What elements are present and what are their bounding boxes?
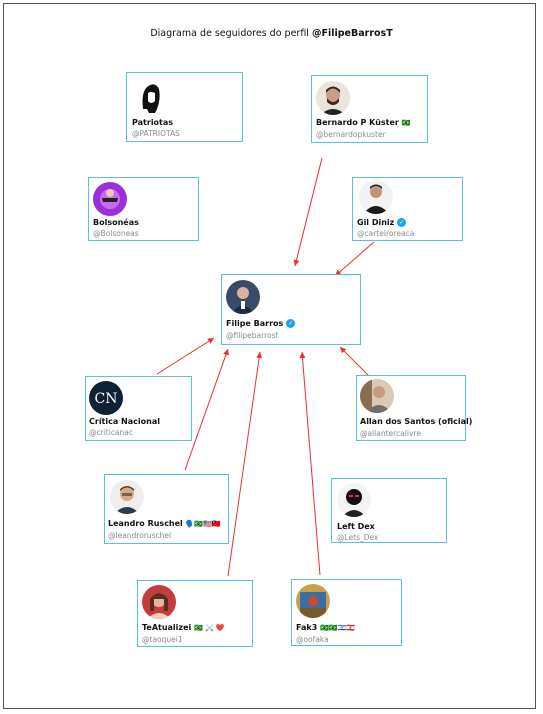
avatar — [360, 379, 394, 413]
card-allan[interactable]: Allan dos Santos (oficial) @allantercali… — [356, 375, 472, 441]
handle-allan: @allantercalivre — [360, 429, 421, 438]
title-handle: @FilipeBarrosT — [311, 28, 393, 39]
handle-center: @filipebarrost — [226, 331, 279, 340]
avatar — [296, 584, 330, 618]
badges-leandro: 🗣️🇧🇷🇺🇸🇹🇼 — [185, 520, 221, 528]
avatar — [110, 480, 144, 514]
handle-teatualizei: @taoquei1 — [142, 635, 183, 644]
title-prefix: Diagrama de seguidores do perfil — [150, 28, 309, 39]
name-faka: Fak3 🇧🇷🇧🇷🇮🇱🇱🇧 — [296, 623, 355, 632]
name-bolsoneas: Bolsonéas — [93, 218, 139, 227]
avatar — [337, 483, 371, 517]
badges-kuster: 🇧🇷 — [401, 119, 411, 127]
card-leandro[interactable]: Leandro Ruschel 🗣️🇧🇷🇺🇸🇹🇼 @leandroruschel — [104, 474, 229, 544]
avatar — [359, 180, 393, 214]
name-teatualizei: TeAtualizei 🇧🇷 ⚔️ ❤️ — [142, 623, 225, 632]
card-gildiniz[interactable]: Gil Diniz ✓ @carteiroreaca — [352, 177, 463, 241]
avatar — [133, 79, 167, 113]
badges-faka: 🇧🇷🇧🇷🇮🇱🇱🇧 — [320, 624, 355, 632]
name-gildiniz: Gil Diniz ✓ — [357, 218, 407, 227]
verified-check-icon: ✓ — [397, 218, 407, 227]
card-center[interactable]: Filipe Barros ✓ @filipebarrost — [221, 274, 361, 345]
page-frame — [3, 3, 536, 709]
name-center: Filipe Barros ✓ — [226, 319, 296, 328]
avatar — [93, 182, 127, 216]
name-leandro: Leandro Ruschel 🗣️🇧🇷🇺🇸🇹🇼 — [108, 519, 221, 528]
avatar — [316, 81, 350, 115]
name-patriotas: Patriotas — [132, 118, 174, 127]
handle-faka: @oofaka — [296, 635, 329, 644]
name-allan: Allan dos Santos (oficial) — [360, 417, 473, 426]
handle-kuster: @bernardopkuster — [316, 130, 386, 139]
name-kuster: Bernardo P Küster 🇧🇷 — [316, 118, 411, 127]
handle-bolsoneas: @Bolsoneas — [93, 229, 139, 238]
handle-leftdex: @Lets_Dex — [337, 533, 379, 542]
handle-criticanacional: @criticanac — [89, 428, 134, 437]
card-criticanacional[interactable]: CN Crítica Nacional @criticanac — [85, 376, 192, 441]
name-criticanacional: Crítica Nacional — [89, 417, 160, 426]
card-faka[interactable]: Fak3 🇧🇷🇧🇷🇮🇱🇱🇧 @oofaka — [291, 579, 402, 646]
card-kuster[interactable]: Bernardo P Küster 🇧🇷 @bernardopkuster — [311, 75, 428, 143]
name-leftdex: Left Dex — [337, 522, 375, 531]
avatar: CN — [89, 381, 123, 415]
card-patriotas[interactable]: Patriotas @PATRIOTAS — [126, 72, 243, 142]
badges-teatualizei: 🇧🇷 ⚔️ ❤️ — [194, 624, 225, 632]
card-leftdex[interactable]: Left Dex @Lets_Dex — [331, 478, 447, 543]
handle-gildiniz: @carteiroreaca — [357, 229, 415, 238]
avatar — [226, 280, 260, 314]
handle-leandro: @leandroruschel — [108, 531, 172, 540]
handle-patriotas: @PATRIOTAS — [132, 129, 180, 138]
avatar — [142, 585, 176, 619]
diagram-title: Diagrama de seguidores do perfil @Filipe… — [0, 28, 543, 39]
card-bolsoneas[interactable]: Bolsonéas @Bolsoneas — [88, 177, 199, 241]
verified-check-icon: ✓ — [286, 319, 296, 328]
cn-logo: CN — [95, 391, 118, 407]
card-teatualizei[interactable]: TeAtualizei 🇧🇷 ⚔️ ❤️ @taoquei1 — [137, 580, 253, 647]
